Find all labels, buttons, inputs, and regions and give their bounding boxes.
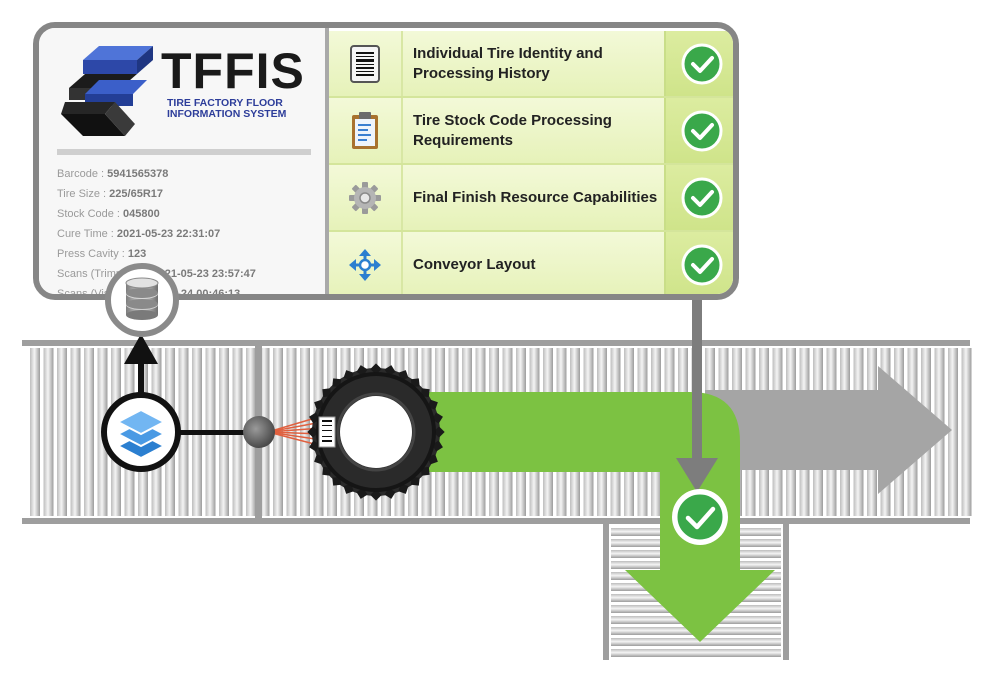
requirement-icon-cell [329,165,403,230]
requirement-label: Conveyor Layout [413,255,536,273]
requirement-check-cell [664,98,733,163]
conveyor-roller [961,348,972,516]
conveyor-roller [70,348,81,516]
divider [57,149,311,155]
info-label: Press Cavity : [57,248,128,260]
requirement-icon-cell [329,232,403,294]
tffis-logo-icon [61,46,153,136]
conveyor-roller [57,348,67,516]
tire-tread-block [433,426,445,438]
info-label: Cure Time : [57,228,117,240]
data-link-line [138,360,144,408]
tffis-info-panel: TFFIS TIRE FACTORY FLOOR INFORMATION SYS… [33,22,739,300]
brand-title: TFFIS [161,43,305,99]
accepted-path-arrow [398,392,775,642]
check-icon [681,177,722,218]
barcode-stripe [322,430,332,431]
barcode-stripe [322,436,332,437]
info-tire-size: Tire Size : 225/65R17 [57,184,256,204]
info-scan-visual: Scans (Visual) : 2021-05-24 00:46:13 [57,284,256,300]
requirement-row: Tire Stock Code Processing Requirements [329,98,733,165]
info-label: Barcode : [57,168,108,180]
tire-tread-block [307,426,319,438]
info-label: Stock Code : [57,208,124,220]
gear-icon [349,181,381,214]
requirement-icon-cell [329,98,403,163]
requirement-check-cell [664,165,733,230]
move-arrows-icon [349,248,381,281]
info-value: 2021-05-23 22:31:07 [116,228,221,240]
check-icon [681,110,722,151]
requirement-row: Conveyor Layout [329,232,733,294]
straight-through-arrow [705,366,952,494]
info-value: 2021-05-24 00:46:13 [136,288,241,300]
tire-barcode-label [318,416,336,448]
tire-info-column: TFFIS TIRE FACTORY FLOOR INFORMATION SYS… [39,28,329,294]
info-value: 225/65R17 [109,188,163,200]
scanner-cable [170,430,250,435]
check-icon [681,244,722,285]
barcode-stripe [322,425,332,426]
info-value: 2021-05-23 23:57:47 [152,268,256,280]
tire-info-list: Barcode : 5941565378 Tire Size : 225/65R… [57,164,256,300]
check-icon [681,43,722,84]
conveyor-roller [300,348,310,516]
requirement-label: Individual Tire Identity and Processing … [413,44,603,82]
info-stock-code: Stock Code : 045800 [57,204,256,224]
info-value: 045800 [123,208,160,220]
barcode-scanner-icon [243,416,275,448]
requirement-label: Tire Stock Code Processing Requirements [413,111,612,149]
conveyor-roller [286,348,297,516]
info-value: 5941565378 [107,168,169,180]
info-barcode: Barcode : 5941565378 [57,164,256,184]
requirement-check-cell [664,31,733,96]
requirement-check-cell [664,232,733,294]
barcode-icon [350,44,380,83]
requirement-row: Individual Tire Identity and Processing … [329,31,733,98]
info-press-cavity: Press Cavity : 123 [57,244,256,264]
routing-decision-line [676,298,718,492]
clipboard-icon [352,111,378,149]
info-label: Scans (Visual) : [57,288,137,300]
database-icon [105,263,179,337]
tire-tread-block [370,363,382,375]
requirement-label: Final Finish Resource Capabilities [413,188,658,206]
brand-subtitle-line-1: TIRE FACTORY FLOOR [167,97,283,109]
tire-tread-block [370,489,382,501]
info-value: 123 [127,248,147,260]
requirements-list: Individual Tire Identity and Processing … [329,31,733,294]
data-link-arrow [124,334,158,364]
tire-icon [307,363,445,501]
info-label: Tire Size : [57,188,110,200]
requirement-icon-cell [329,31,403,96]
barcode-stripe [322,440,332,442]
brand-subtitle-line-2: INFORMATION SYSTEM [167,108,287,120]
barcode-stripe [322,420,332,422]
conveyor-roller [611,638,781,646]
conveyor-roller [84,348,94,516]
requirement-row: Final Finish Resource Capabilities [329,165,733,232]
layers-icon [101,392,181,472]
conveyor-roller [611,649,781,657]
info-cure-time: Cure Time : 2021-05-23 22:31:07 [57,224,256,244]
conveyor-roller [948,348,958,516]
divert-check-icon [672,489,728,545]
brand-subtitle: TIRE FACTORY FLOOR INFORMATION SYSTEM [167,98,286,120]
conveyor-roller [30,348,40,516]
conveyor-roller [43,348,54,516]
